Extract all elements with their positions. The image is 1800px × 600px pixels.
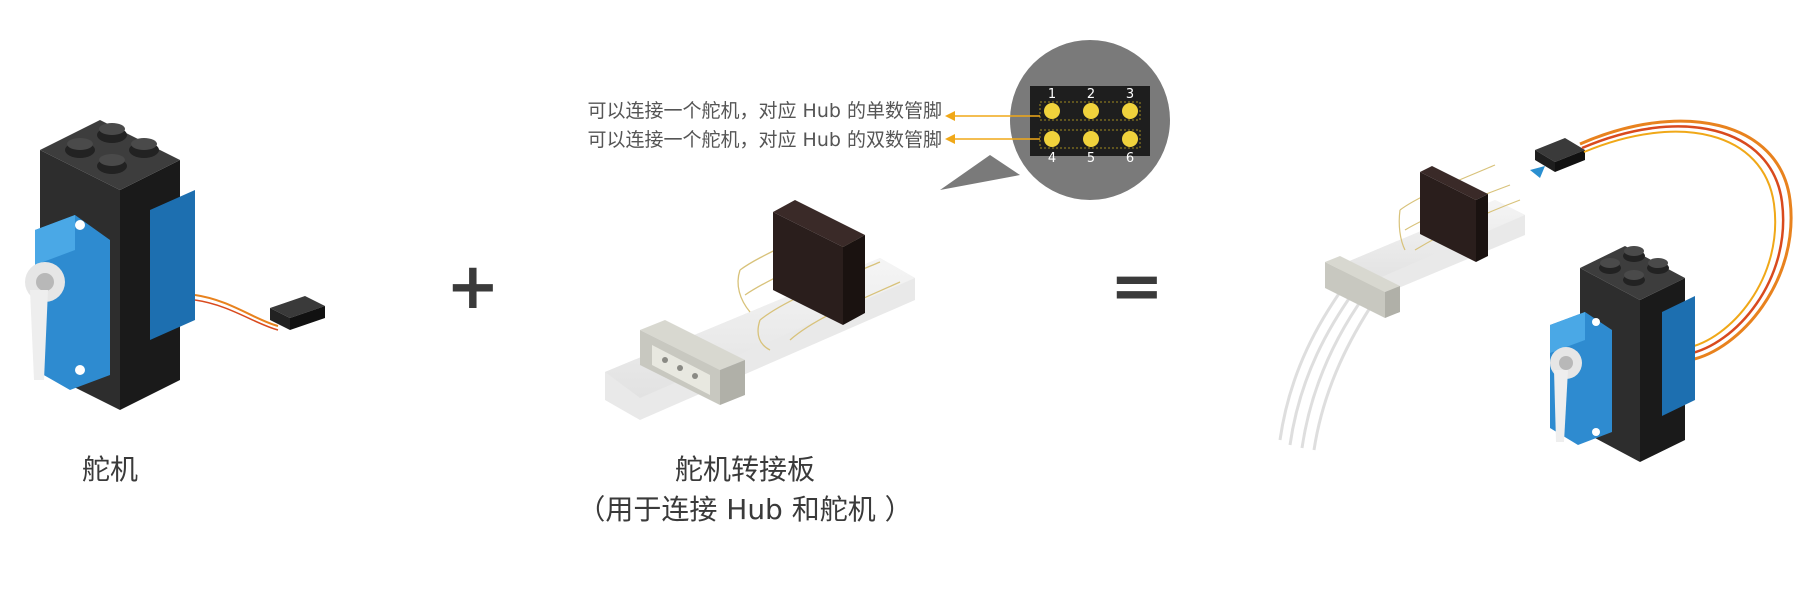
equals-operator: = [1110,250,1164,324]
pin-dots [1044,103,1138,147]
lego-studs [65,123,159,174]
plus-operator: + [446,250,500,324]
pin-arrows [945,111,1040,144]
adapter-board-illustration [605,200,915,420]
pin-label-2: 2 [1087,87,1095,102]
servo-connector [270,296,325,330]
servo-label: 舵机 [82,453,139,486]
servo-horn [25,262,65,380]
pin-label-3: 3 [1126,87,1134,102]
note-odd-pins: 可以连接一个舵机，对应 Hub 的单数管脚 [587,100,942,122]
jst-connector [640,320,745,405]
note-even-pins: 可以连接一个舵机，对应 Hub 的双数管脚 [587,129,942,151]
pin-header-block [773,200,865,325]
pin-label-6: 6 [1126,151,1134,166]
adapter-board-subtitle: （用于连接 Hub 和舵机 ） [577,493,913,526]
servo-illustration [25,120,325,410]
pin-callout-bubble: 1 2 3 4 5 6 [940,40,1170,200]
pin-label-1: 1 [1048,87,1056,102]
pin-label-5: 5 [1087,151,1095,166]
assembled-result-illustration [1278,119,1793,462]
pin-label-4: 4 [1048,151,1056,166]
adapter-board-title: 舵机转接板 [674,453,815,486]
